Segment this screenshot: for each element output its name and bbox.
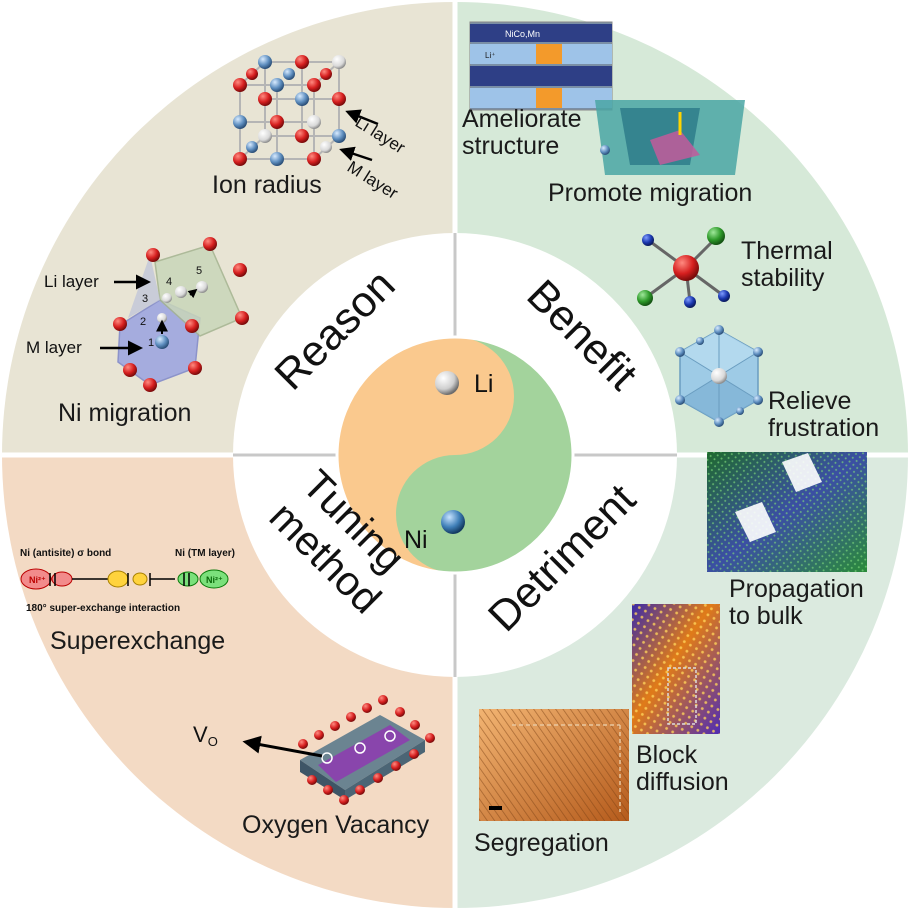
ni-migration-label: Ni migration — [58, 399, 192, 427]
ni-migration-illustration: 1 2 3 4 5 — [100, 237, 249, 392]
li-label: Li — [474, 370, 493, 398]
ion-radius-label: Ion radius — [212, 171, 322, 199]
thermal-stability-molecule — [637, 227, 730, 308]
svg-text:Ni²⁺: Ni²⁺ — [206, 575, 223, 585]
crystal-lattice-illustration — [233, 55, 379, 166]
li-ion-ball — [435, 371, 459, 395]
super-exchange-note: 180° super-exchange interaction — [26, 603, 181, 614]
ni-antisite-label: Ni (antisite) σ bond — [20, 548, 112, 559]
m-layer-label: M layer — [26, 338, 82, 357]
vo-label: VO — [193, 722, 218, 749]
ni-tm-layer-label: Ni (TM layer) — [175, 548, 236, 559]
propagation-micrograph — [707, 452, 867, 572]
layered-structure-image: NiCo,Mn Li⁺ — [469, 21, 613, 111]
svg-text:Li⁺: Li⁺ — [485, 51, 495, 60]
svg-text:NiCo,Mn: NiCo,Mn — [505, 29, 540, 39]
site-number-4: 4 — [166, 276, 172, 288]
migration-channel-image — [595, 100, 745, 175]
superexchange-label: Superexchange — [50, 627, 226, 655]
segregation-micrograph — [479, 709, 629, 821]
block-diffusion-micrograph — [632, 604, 720, 734]
site-number-2: 2 — [140, 316, 146, 328]
site-number-3: 3 — [142, 293, 148, 305]
ni-label: Ni — [404, 526, 428, 554]
segregation-label: Segregation — [474, 829, 609, 857]
ni-ion-ball — [441, 510, 465, 534]
superexchange-illustration: Ni²⁺ Ni²⁺ — [20, 568, 229, 590]
svg-text:Ni²⁺: Ni²⁺ — [29, 575, 46, 585]
site-number-5: 5 — [196, 265, 202, 277]
oxygen-vacancy-illustration — [242, 695, 435, 805]
site-number-1: 1 — [148, 337, 154, 349]
oxygen-vacancy-label: Oxygen Vacancy — [242, 811, 430, 839]
relieve-frustration-octahedron — [675, 325, 763, 427]
yin-yang-symbol — [335, 335, 575, 575]
li-layer-label: Li layer — [44, 272, 99, 291]
promote-migration-label: Promote migration — [548, 179, 753, 207]
